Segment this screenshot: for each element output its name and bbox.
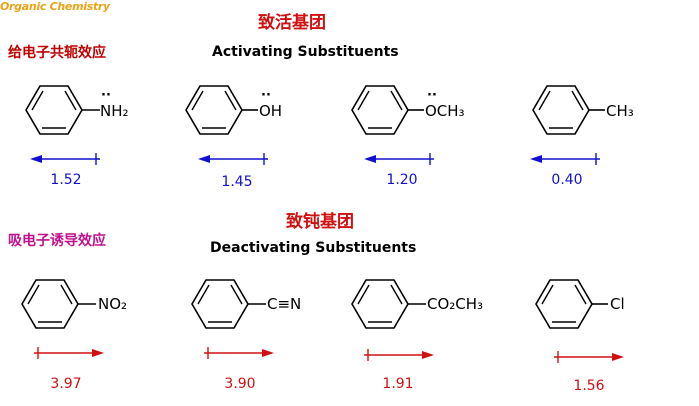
- dipole-arrow-right-icon: [204, 347, 274, 359]
- dipole-value-aniline: 1.52: [50, 172, 82, 188]
- substituent-cl: Cl: [610, 295, 625, 313]
- dipole-value-benzonitrile: 3.90: [224, 376, 256, 392]
- molecule-phenol: [178, 82, 308, 146]
- activating-title-cn: 致活基团: [258, 13, 326, 33]
- activating-effect-cn: 给电子共轭效应: [8, 45, 106, 61]
- lone-pair-3: ··: [427, 88, 437, 103]
- activating-title-en: Activating Substituents: [212, 44, 399, 60]
- dipole-arrow-left-icon: [198, 153, 268, 165]
- molecule-toluene: [525, 82, 655, 146]
- dipole-arrow-right-icon: [554, 351, 624, 363]
- substituent-ch3: CH₃: [606, 102, 634, 120]
- benzene-ring-icon: [532, 85, 605, 135]
- molecule-nitrobenzene: [14, 276, 144, 340]
- benzene-ring-icon: [21, 279, 96, 329]
- benzene-ring-icon: [351, 85, 424, 135]
- deactivating-effect-cn: 吸电子诱导效应: [8, 233, 106, 249]
- benzene-ring-icon: [191, 279, 266, 329]
- dipole-value-anisole: 1.20: [386, 172, 418, 188]
- dipole-arrow-right-icon: [34, 347, 104, 359]
- substituent-nh2: NH₂: [100, 102, 129, 120]
- substituent-oh: OH: [259, 102, 283, 120]
- dipole-value-toluene: 0.40: [551, 172, 583, 188]
- molecule-anisole: [344, 82, 474, 146]
- dipole-value-chlorobenzene: 1.56: [573, 378, 605, 394]
- dipole-arrow-right-icon: [364, 349, 434, 361]
- substituent-och3: OCH₃: [425, 102, 465, 120]
- dipole-value-methyl-benzoate: 1.91: [382, 376, 414, 392]
- molecule-chlorobenzene: [528, 276, 658, 340]
- dipole-value-phenol: 1.45: [221, 174, 253, 190]
- dipole-arrow-left-icon: [530, 153, 600, 165]
- substituent-co2ch3: CO₂CH₃: [427, 295, 484, 313]
- organic-chemistry-logo: Organic Chemistry: [0, 0, 110, 13]
- molecule-methyl-benzoate: [344, 276, 474, 340]
- lone-pair-2: ··: [261, 88, 271, 103]
- deactivating-title-cn: 致钝基团: [286, 212, 354, 232]
- dipole-arrow-left-icon: [30, 153, 100, 165]
- benzene-ring-icon: [25, 85, 100, 135]
- dipole-arrow-left-icon: [364, 153, 434, 165]
- lone-pair-1: ··: [101, 88, 111, 103]
- deactivating-title-en: Deactivating Substituents: [210, 240, 417, 256]
- benzene-ring-icon: [185, 85, 258, 135]
- benzene-ring-icon: [351, 279, 426, 329]
- benzene-ring-icon: [535, 279, 608, 329]
- molecule-aniline: [18, 82, 148, 146]
- molecule-benzonitrile: [184, 276, 314, 340]
- dipole-value-nitrobenzene: 3.97: [50, 376, 82, 392]
- substituent-no2: NO₂: [98, 295, 128, 313]
- substituent-cn: C≡N: [267, 295, 302, 313]
